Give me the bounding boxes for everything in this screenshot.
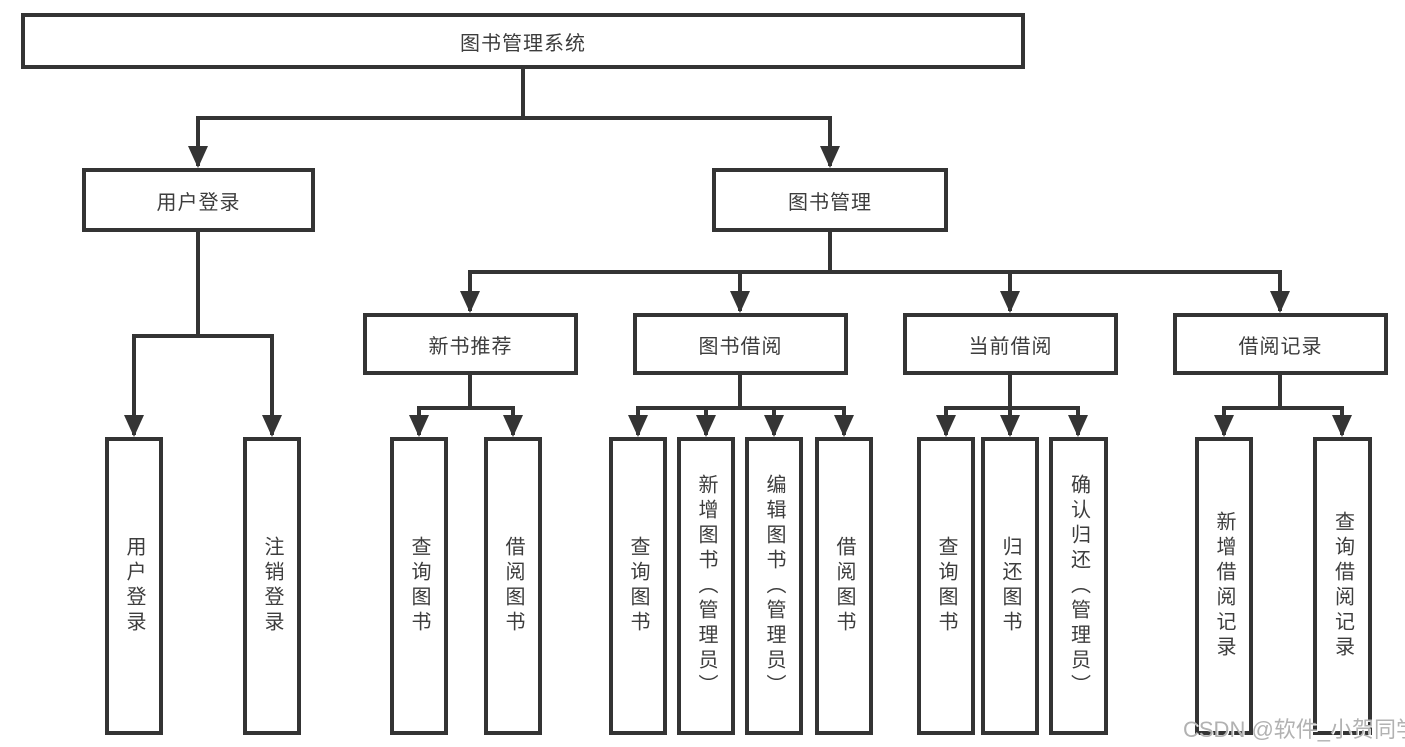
node-book-management: 图书管理 (712, 168, 948, 232)
leaf-label: 查询图书 (408, 536, 430, 636)
node-current-borrowing: 当前借阅 (903, 313, 1118, 375)
arrowhead-icon (1214, 415, 1352, 437)
arrowhead-icon (628, 415, 854, 437)
leaf-label: 新增图书（管理员） (695, 473, 717, 699)
arrowhead-icon (409, 415, 523, 437)
leaf-label: 借阅图书 (502, 536, 524, 636)
connector-newbook-to-leaves (409, 375, 523, 437)
node-new-book-recommend: 新书推荐 (363, 313, 578, 375)
leaf-query-books-current: 查询图书 (917, 437, 975, 735)
csdn-watermark: CSDN @软件_小贺同学 (1183, 717, 1405, 742)
leaf-label: 查询借阅记录 (1331, 511, 1354, 661)
leaf-label: 归还图书 (999, 536, 1021, 636)
leaf-confirm-return-admin: 确认归还（管理员） (1049, 437, 1108, 735)
arrowhead-icon (936, 415, 1088, 437)
leaf-query-books-borrow: 查询图书 (609, 437, 667, 735)
leaf-return-books: 归还图书 (981, 437, 1039, 735)
leaf-label: 借阅图书 (833, 536, 855, 636)
leaf-label: 查询图书 (627, 536, 649, 636)
connector-root-to-level2 (188, 69, 840, 168)
leaf-query-books-newrec: 查询图书 (390, 437, 448, 735)
arrowhead-icon (124, 415, 282, 437)
connector-bookmgmt-to-level3 (460, 232, 1290, 313)
leaf-user-login: 用户登录 (105, 437, 163, 735)
arrowhead-icon (460, 291, 1290, 313)
leaf-logout: 注销登录 (243, 437, 301, 735)
arrowhead-icon (188, 146, 840, 168)
leaf-edit-books-admin: 编辑图书（管理员） (745, 437, 803, 735)
leaf-borrow-books: 借阅图书 (815, 437, 873, 735)
connector-current-to-leaves (936, 375, 1088, 437)
leaf-label: 查询图书 (935, 536, 957, 636)
leaf-borrow-books-newrec: 借阅图书 (484, 437, 542, 735)
connector-records-to-leaves (1214, 375, 1352, 437)
node-borrowing-records: 借阅记录 (1173, 313, 1388, 375)
node-book-borrowing: 图书借阅 (633, 313, 848, 375)
node-library-management-system: 图书管理系统 (21, 13, 1025, 69)
leaf-label: 新增借阅记录 (1213, 511, 1235, 661)
leaf-query-borrow-record: 查询借阅记录 (1313, 437, 1372, 735)
node-user-login: 用户登录 (82, 168, 315, 232)
leaf-label: 注销登录 (261, 536, 283, 636)
connector-userlogin-to-leaves (124, 232, 282, 437)
connector-borrow-to-leaves (628, 375, 854, 437)
leaf-label: 编辑图书（管理员） (763, 473, 785, 699)
leaf-label: 用户登录 (123, 536, 145, 636)
leaf-add-borrow-record: 新增借阅记录 (1195, 437, 1253, 735)
leaf-label: 确认归还（管理员） (1067, 473, 1090, 699)
leaf-add-books-admin: 新增图书（管理员） (677, 437, 735, 735)
